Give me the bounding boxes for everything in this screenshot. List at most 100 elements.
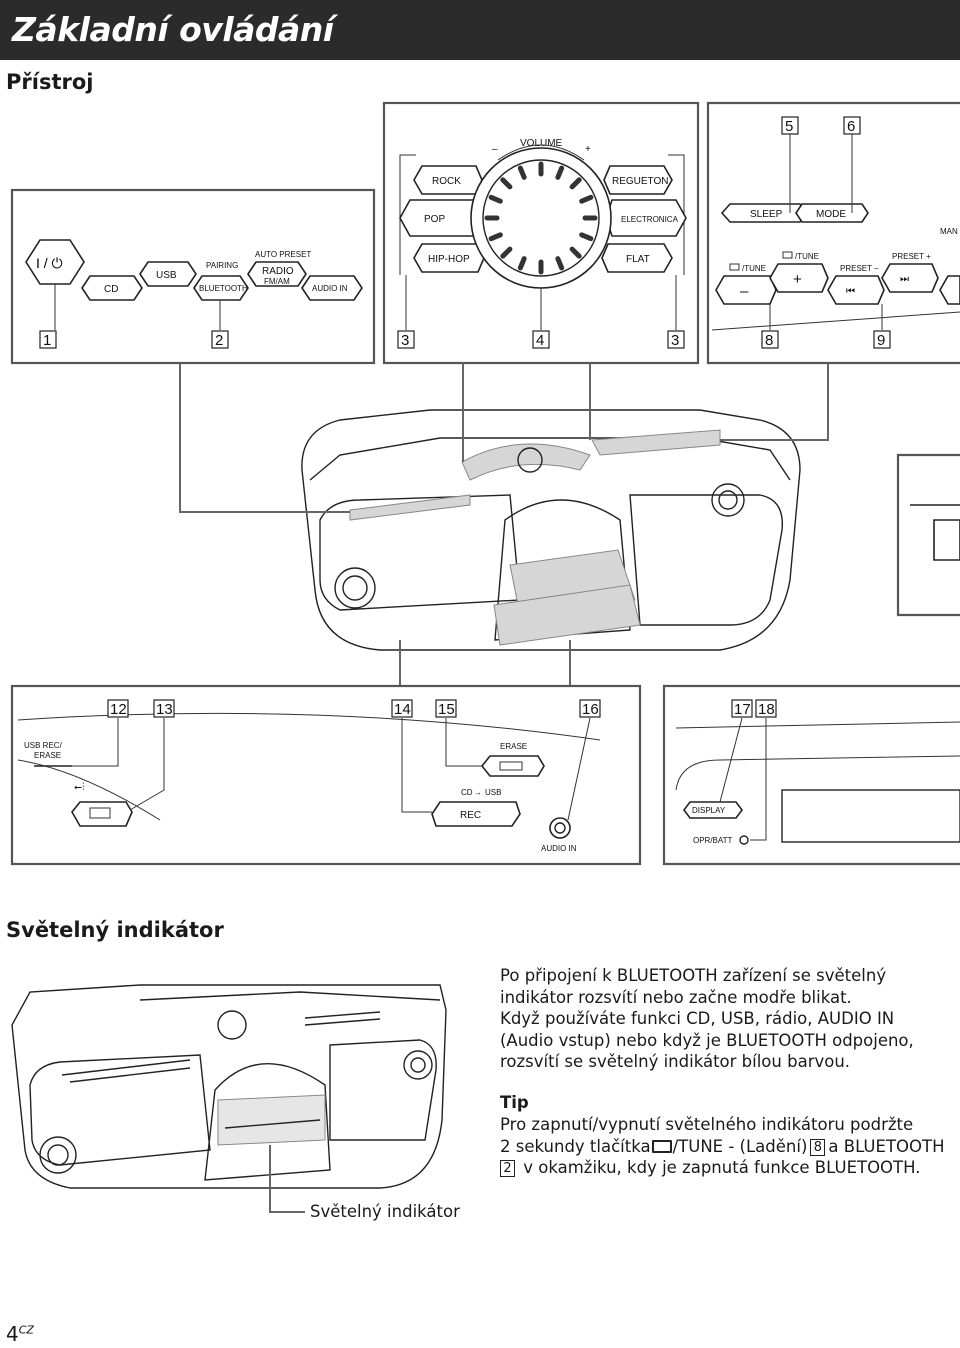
audio-in-jack[interactable] xyxy=(549,817,571,839)
preset-minus-label: PRESET – xyxy=(840,264,879,273)
para-line: Když používáte funkci CD, USB, rádio, AU… xyxy=(500,1009,895,1028)
cd-usb-label: CD xyxy=(461,788,473,797)
tune-plus-button[interactable] xyxy=(769,263,829,293)
tip-line-2-c: a BLUETOOTH xyxy=(828,1136,945,1156)
power-icon: I / ⏻ xyxy=(36,255,63,271)
preset-plus-button[interactable] xyxy=(881,263,939,293)
callout-3a-num: 3 xyxy=(401,332,409,349)
usb-button[interactable] xyxy=(139,261,197,287)
flat-label: FLAT xyxy=(626,254,650,265)
page-number: 4CZ xyxy=(6,1322,34,1346)
panel-3: SLEEP MODE MAN – /TUNE + /TUNE ⏮ PRESET … xyxy=(706,101,960,365)
usb-symbol-icon: ⭠⫶ xyxy=(74,782,85,793)
callout-14-num: 14 xyxy=(394,701,411,718)
title-bar: Základní ovládání xyxy=(0,0,960,60)
display-button[interactable] xyxy=(683,801,743,819)
callout-2 xyxy=(211,330,229,349)
preset-minus-button[interactable] xyxy=(827,275,885,305)
sleep-label: SLEEP xyxy=(750,209,783,220)
callout-13 xyxy=(153,699,175,718)
indicator-callout-label: Světelný indikátor xyxy=(310,1202,460,1221)
tip-line-3: 2 v okamžiku, kdy je zapnutá funkce BLUE… xyxy=(500,1157,944,1179)
knob-mark xyxy=(555,165,565,180)
rec-button[interactable] xyxy=(431,801,521,827)
bluetooth-button[interactable] xyxy=(193,275,249,301)
callout-18 xyxy=(755,699,777,718)
auto-preset-label: AUTO PRESET xyxy=(255,250,311,259)
usb-rec-label: USB REC/ xyxy=(24,741,63,750)
callout-15-num: 15 xyxy=(438,701,455,718)
cd-label: CD xyxy=(104,284,118,295)
rec-label: REC xyxy=(460,810,481,821)
callout-9 xyxy=(873,330,891,349)
cd-button[interactable] xyxy=(81,275,143,301)
knob-mark xyxy=(500,177,513,190)
bluetooth-label: BLUETOOTH xyxy=(199,284,248,293)
callout-16 xyxy=(579,699,601,718)
mode-label: MODE xyxy=(816,209,846,220)
tune-minus-label: /TUNE xyxy=(742,264,766,273)
volume-knob-marks xyxy=(484,161,598,275)
callout-5 xyxy=(781,116,799,135)
para-line: indikátor rozsvítí nebo začne modře blik… xyxy=(500,987,852,1007)
knob-mark xyxy=(488,194,503,204)
callout-14 xyxy=(391,699,413,718)
callout-6-num: 6 xyxy=(847,118,855,135)
callout-4-num: 4 xyxy=(536,332,544,349)
indicator-description: Po připojení k BLUETOOTH zařízení se svě… xyxy=(500,965,914,1073)
tune-plus-label: /TUNE xyxy=(795,252,819,261)
pop-label: POP xyxy=(424,214,445,225)
erase-button[interactable] xyxy=(480,755,545,777)
callout-6 xyxy=(843,116,861,135)
audio-in-label: AUDIO IN xyxy=(312,284,348,293)
audio-in-button[interactable] xyxy=(301,275,363,301)
panel-1: I / ⏻ CD USB BLUETOOTH PAIRING RADIO FM/… xyxy=(10,188,376,365)
callout-3a xyxy=(397,330,415,349)
callout-17 xyxy=(731,699,753,718)
tune-minus-sign: – xyxy=(740,283,749,300)
usb-label: USB xyxy=(156,270,177,281)
section-heading-indicator: Světelný indikátor xyxy=(6,918,224,942)
page-suffix: CZ xyxy=(18,1323,34,1337)
radio-button[interactable] xyxy=(247,261,307,287)
callout-12-num: 12 xyxy=(110,701,127,718)
knob-mark xyxy=(517,256,527,271)
svg-text:→: → xyxy=(474,788,482,797)
mode-button[interactable] xyxy=(795,203,869,223)
tip-callout-8: 8 xyxy=(810,1138,826,1156)
rock-label: ROCK xyxy=(432,176,461,187)
callout-16-num: 16 xyxy=(582,701,599,718)
para-line: rozsvítí se světelný indikátor bílou bar… xyxy=(500,1052,851,1071)
callout-3b-num: 3 xyxy=(671,332,679,349)
display-window xyxy=(781,789,960,843)
cd-usb-label2: USB xyxy=(485,788,501,797)
tip-text: Pro zapnutí/vypnutí světelného indikátor… xyxy=(500,1114,944,1179)
callout-5-num: 5 xyxy=(785,118,793,135)
callout-1-num: 1 xyxy=(43,332,51,349)
panel-2: VOLUME – + ROCK POP HIP-HOP REGUETON ELE… xyxy=(382,101,700,365)
callout-18-num: 18 xyxy=(758,701,775,718)
electronica-button[interactable] xyxy=(605,199,687,237)
tip-callout-2: 2 xyxy=(500,1160,515,1177)
tip-heading: Tip xyxy=(500,1093,529,1112)
knob-mark xyxy=(579,194,594,204)
flat-button[interactable] xyxy=(601,243,673,273)
callout-4 xyxy=(532,330,550,349)
opr-batt-label: OPR/BATT xyxy=(693,836,733,845)
regueton-button[interactable] xyxy=(603,165,673,195)
audio-in-jack-label: AUDIO IN xyxy=(541,844,577,853)
power-button[interactable] xyxy=(25,239,85,285)
electronica-label: ELECTRONICA xyxy=(621,215,679,224)
tune-plus-sign: + xyxy=(793,271,802,288)
callout-1 xyxy=(39,330,57,349)
usb-port[interactable] xyxy=(71,801,133,827)
tip-line-3-b: v okamžiku, kdy je zapnutá funkce BLUETO… xyxy=(523,1158,921,1177)
volume-plus-label: + xyxy=(585,144,591,155)
panel-4: USB REC/ ERASE ⭠⫶ ERASE CD USB → REC AUD… xyxy=(10,684,642,866)
page-title: Základní ovládání xyxy=(12,10,334,49)
callout-13-num: 13 xyxy=(156,701,173,718)
boombox-main xyxy=(179,363,960,686)
folder-icon xyxy=(651,1139,672,1153)
